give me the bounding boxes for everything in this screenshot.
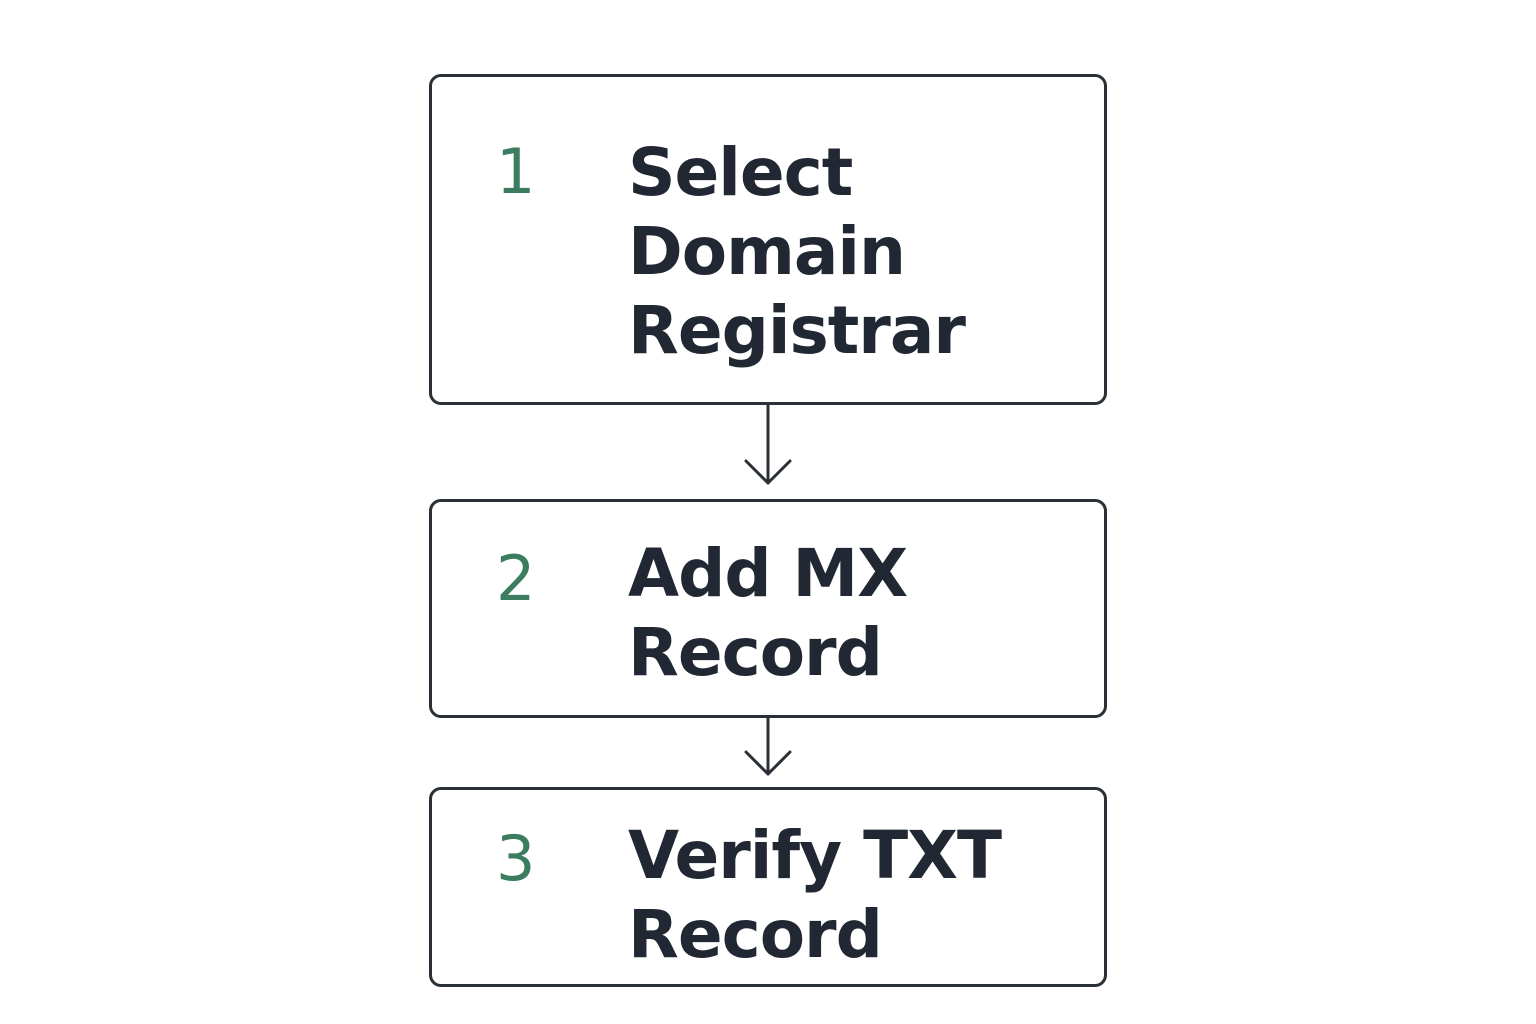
step-label-3: Verify TXT Record xyxy=(628,816,1088,974)
step-label-2-line-1: Add MX xyxy=(628,535,908,612)
step-box-3: 3 Verify TXT Record xyxy=(429,787,1107,987)
arrow-down-icon xyxy=(744,716,792,776)
step-box-1: 1 Select Domain Registrar xyxy=(429,74,1107,405)
step-label-2: Add MX Record xyxy=(628,534,1088,692)
step-label-1-line-3: Registrar xyxy=(628,292,966,369)
step-label-3-line-1: Verify TXT xyxy=(628,817,1002,894)
step-number-3: 3 xyxy=(496,822,536,895)
step-box-2: 2 Add MX Record xyxy=(429,499,1107,718)
step-number-2: 2 xyxy=(496,542,536,615)
step-label-2-line-2: Record xyxy=(628,614,883,691)
step-label-3-line-2: Record xyxy=(628,896,883,973)
step-number-1: 1 xyxy=(496,135,536,208)
step-label-1: Select Domain Registrar xyxy=(628,133,1088,370)
arrow-down-icon xyxy=(744,403,792,485)
step-label-1-line-2: Domain xyxy=(628,213,906,290)
step-label-1-line-1: Select xyxy=(628,134,853,211)
